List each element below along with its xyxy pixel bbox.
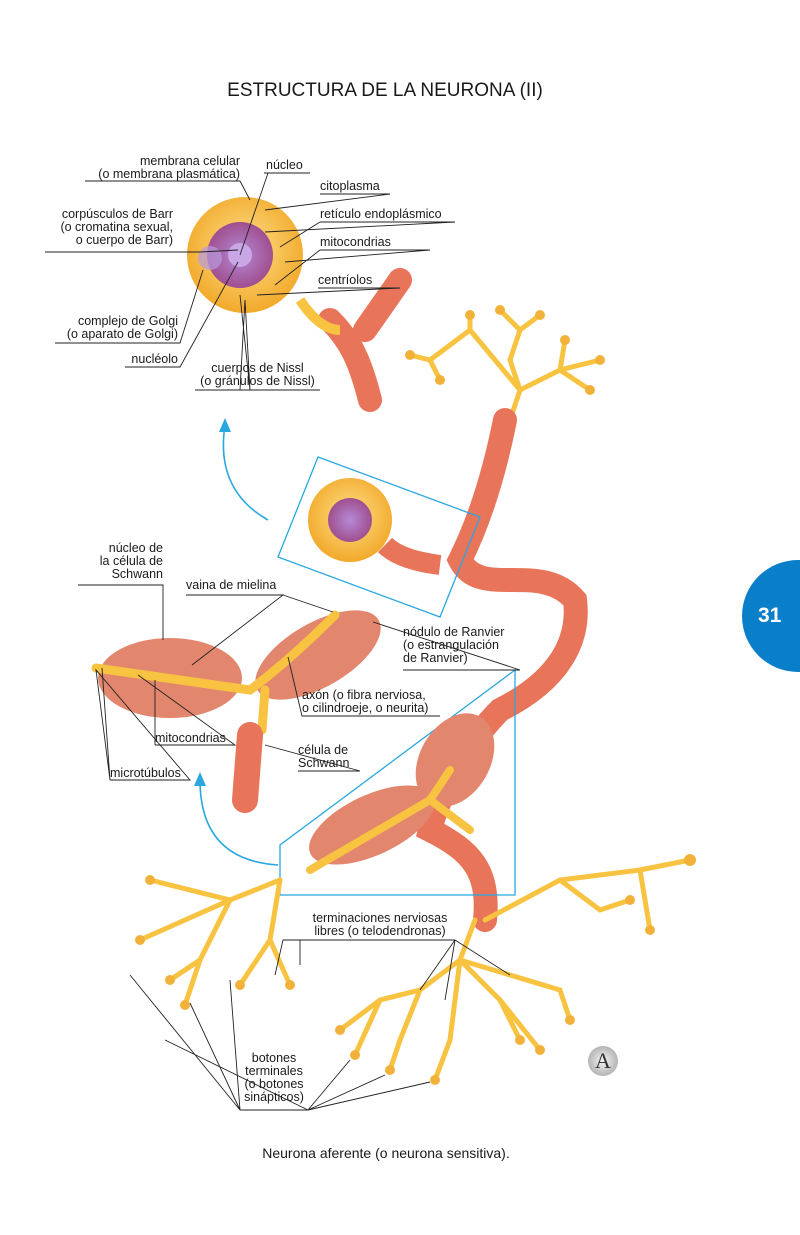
label-barr: corpúsculos de Barr(o cromatina sexual,o… [60, 208, 173, 247]
label-nucleo: núcleo [266, 158, 303, 172]
label-line: axón (o fibra nerviosa, [302, 688, 426, 702]
label-line: (o aparato de Golgi) [66, 327, 178, 341]
label-line: o cuerpo de Barr) [75, 233, 173, 247]
label-membrana: membrana celular(o membrana plasmática) [98, 155, 240, 181]
dendrites-top [407, 307, 603, 423]
schwann-cell [232, 722, 263, 813]
zoom-box-cell [277, 456, 481, 618]
label-golgi: complejo de Golgi(o aparato de Golgi) [67, 315, 178, 341]
label-line: complejo de Golgi [77, 314, 178, 328]
myelin-sheath [255, 610, 381, 700]
small-nucleus [328, 498, 372, 542]
figure-caption: Neurona aferente (o neurona sensitiva). [262, 1145, 510, 1161]
page-title: ESTRUCTURA DE LA NEURONA (II) [227, 80, 543, 101]
label-line: membrana celular [139, 154, 240, 168]
label-line: (o estrangulación [403, 638, 499, 652]
leader-lines [45, 172, 521, 1111]
label-line: Schwann [111, 567, 163, 581]
label-microtubulos: microtúbulos [110, 766, 181, 780]
label-axon: axón (o fibra nerviosa,o cilindroeje, o … [302, 689, 428, 715]
terminal-buttons [135, 305, 696, 1085]
label-mitocondrias-top: mitocondrias [320, 235, 391, 249]
label-centriolos: centríolos [318, 273, 373, 287]
label-line: cuerpos de Nissl [211, 361, 304, 375]
label-line: la célula de [99, 554, 163, 568]
label-line: o cilindroeje, o neurita) [302, 701, 429, 715]
myelin-sheath [309, 785, 435, 865]
myelin-sheath [415, 713, 495, 807]
label-line: (o membrana plasmática) [98, 167, 240, 181]
label-mitocondrias-mid: mitocondrias [155, 731, 226, 745]
label-vaina: vaina de mielina [186, 578, 277, 592]
label-reticulo: retículo endoplásmico [320, 207, 442, 221]
arrow-up-top [222, 424, 269, 521]
label-line: (o cromatina sexual, [60, 220, 173, 234]
label-line: núcleo de [108, 541, 163, 555]
label-citoplasma: citoplasma [320, 179, 380, 193]
axon-core-lower [306, 766, 474, 874]
arrowhead-mid [194, 772, 206, 786]
label-nucleolo: nucléolo [131, 352, 178, 366]
axon-core-detail [91, 610, 340, 735]
label-line: de Ranvier) [403, 651, 468, 665]
arrow-up-mid [199, 779, 279, 866]
axon-hillock [295, 297, 341, 335]
publisher-logo: A [588, 1046, 618, 1076]
label-line: Schwann [298, 756, 350, 770]
axon-top-segment [318, 268, 412, 412]
label-line: sinápticos) [244, 1090, 304, 1104]
arrowhead-top [219, 418, 231, 432]
small-axon [377, 537, 442, 575]
label-line: célula de [298, 743, 349, 757]
label-line: (o gránulos de Nissl) [200, 374, 315, 388]
label-line: (o botones [244, 1077, 304, 1091]
golgi-complex [198, 246, 222, 270]
label-line: nódulo de Ranvier [403, 625, 505, 639]
axon-main [416, 408, 588, 932]
label-line: corpúsculos de Barr [61, 207, 173, 221]
label-line: terminaciones nerviosas [312, 911, 448, 925]
label-line: libres (o telodendronas) [314, 924, 446, 938]
label-line: terminales [245, 1064, 303, 1078]
label-nissl: cuerpos de Nissl(o gránulos de Nissl) [195, 362, 320, 388]
label-line: botones [251, 1051, 297, 1065]
page-number: 31 [758, 604, 782, 627]
